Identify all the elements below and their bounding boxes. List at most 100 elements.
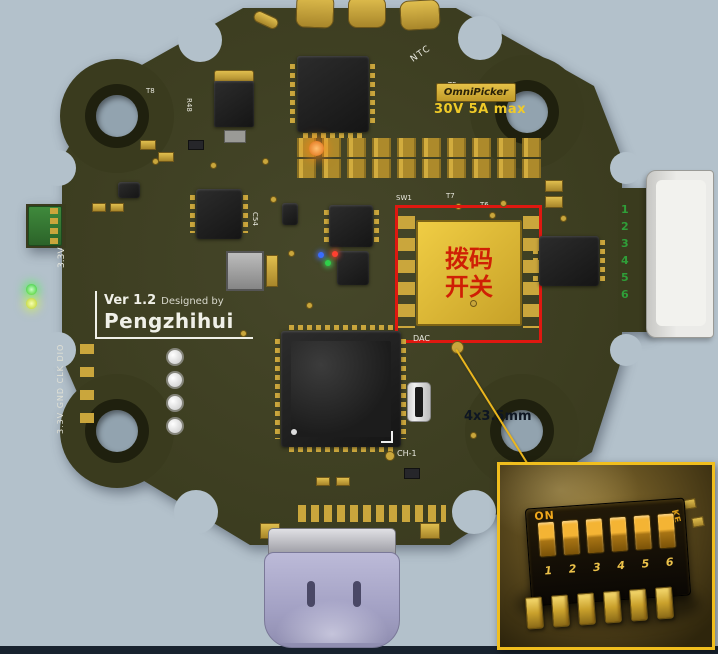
dip-label-line2: 开关: [445, 273, 493, 301]
rating-label: 30V 5A max: [434, 102, 527, 117]
dip-number: 5: [641, 557, 650, 571]
decor-capacitor: [316, 477, 330, 486]
pin-number: 5: [621, 271, 629, 284]
pin-number: 4: [621, 254, 629, 267]
decor-resistor: [404, 468, 420, 479]
capacitor-row: [297, 138, 545, 157]
ic-pins: [533, 240, 538, 282]
via-dot: [385, 451, 395, 461]
dip-toggle: [536, 520, 558, 558]
pin-number: 1: [621, 203, 629, 216]
dip-switch-inset: ON KE 1 2 3 4 5 6: [497, 462, 715, 650]
mcu-pins: [275, 339, 280, 439]
oscillator: [407, 382, 431, 422]
switch-pin-tip: [691, 516, 705, 528]
usb-slot: [353, 581, 361, 607]
silkscreen-r48: R48: [185, 98, 193, 112]
test-pad: [166, 348, 184, 366]
via-dot: [500, 200, 507, 207]
via-dot: [288, 250, 295, 257]
version-block: Ver 1.2 Designed by Pengzhihui: [95, 291, 253, 339]
via-dot: [262, 158, 269, 165]
usb-pad-row: [298, 505, 446, 522]
via-dot: [210, 162, 217, 169]
prog-header-label: 3.3V GND CLK DIO: [56, 343, 65, 434]
orange-led: [309, 141, 324, 156]
silkscreen-ch1: CH-1: [397, 449, 417, 458]
silkscreen-sw1: SW1: [396, 194, 412, 202]
author-name: Pengzhihui: [104, 309, 234, 333]
via-dot: [152, 158, 159, 165]
via-dot: [306, 302, 313, 309]
version-number: Ver 1.2: [104, 293, 157, 308]
dip-footprint-pads-left: [397, 216, 415, 328]
tantalum-capacitor: [214, 81, 254, 127]
top-solder-tab: [399, 0, 441, 32]
status-led-green: [26, 284, 37, 295]
jst-connector-inner: [656, 180, 706, 326]
via-dot: [560, 215, 567, 222]
ic-pins: [303, 133, 363, 138]
board-notch: [40, 150, 76, 186]
mcu-corner-mark: [381, 441, 393, 443]
silkscreen-t8: T8: [146, 87, 155, 95]
crystal-module: [226, 251, 264, 291]
rgb-led-red: [332, 251, 338, 257]
decor-resistor: [188, 140, 204, 150]
pcb-right-tab: [618, 188, 650, 332]
board-notch: [452, 490, 496, 534]
ic-pins: [243, 195, 248, 233]
dip-number: 6: [665, 555, 674, 569]
board-notch: [178, 18, 222, 62]
mounting-hole-bore: [96, 410, 138, 452]
usb-connector-body: [264, 552, 400, 648]
regulator-ic: [196, 189, 242, 239]
top-solder-tab: [295, 0, 335, 29]
test-pad: [166, 417, 184, 435]
baro-ic: [337, 251, 369, 285]
mcu-pins: [289, 325, 393, 330]
ic-pins: [600, 240, 605, 282]
dip-number-row: 1 2 3 4 5 6: [536, 555, 683, 578]
mounting-hole-top-left: [85, 84, 149, 148]
mcu-pins: [401, 339, 406, 439]
test-pad: [166, 394, 184, 412]
mcu-pin1-dot: [291, 429, 297, 435]
dip-label-line1: 拨码: [445, 245, 493, 273]
via-dot: [470, 432, 477, 439]
silkscreen-c54: C54: [251, 212, 259, 226]
dip-number: 4: [616, 558, 626, 573]
dip-toggle: [608, 515, 630, 553]
dip-toggle: [560, 518, 582, 557]
usb-slot: [307, 581, 315, 607]
highlight-red-box: [395, 205, 542, 343]
switch-lead: [576, 592, 597, 626]
dip-number: 3: [592, 560, 602, 575]
ic-pins: [374, 210, 379, 242]
ic-pins: [370, 64, 375, 126]
silkscreen-3v3: 3.3V: [57, 247, 67, 268]
status-led-yellow: [26, 298, 37, 309]
mcu-chip: [281, 331, 401, 447]
mounting-hole-bottom-left: [85, 399, 149, 463]
decor-capacitor: [92, 203, 106, 212]
pin-number: 6: [621, 288, 629, 301]
mcu-corner-mark: [391, 431, 393, 443]
board-notch: [40, 332, 76, 368]
decor-capacitor: [336, 477, 350, 486]
top-solder-tab: [348, 0, 386, 28]
decor-capacitor: [158, 152, 174, 162]
designed-by-label: Designed by: [161, 296, 224, 307]
board-notch: [610, 334, 642, 366]
gyro-ic: [329, 205, 373, 247]
switch-pin-tip: [683, 498, 697, 510]
switch-lead: [550, 594, 571, 628]
dip-number: 2: [568, 562, 577, 576]
mcu-pins: [289, 447, 393, 452]
via-dot: [270, 196, 277, 203]
decor-capacitor: [545, 196, 563, 208]
connector-pin-numbers: 1 2 3 4 5 6: [621, 201, 635, 307]
dip-toggle: [656, 512, 677, 550]
inductor: [266, 255, 278, 287]
